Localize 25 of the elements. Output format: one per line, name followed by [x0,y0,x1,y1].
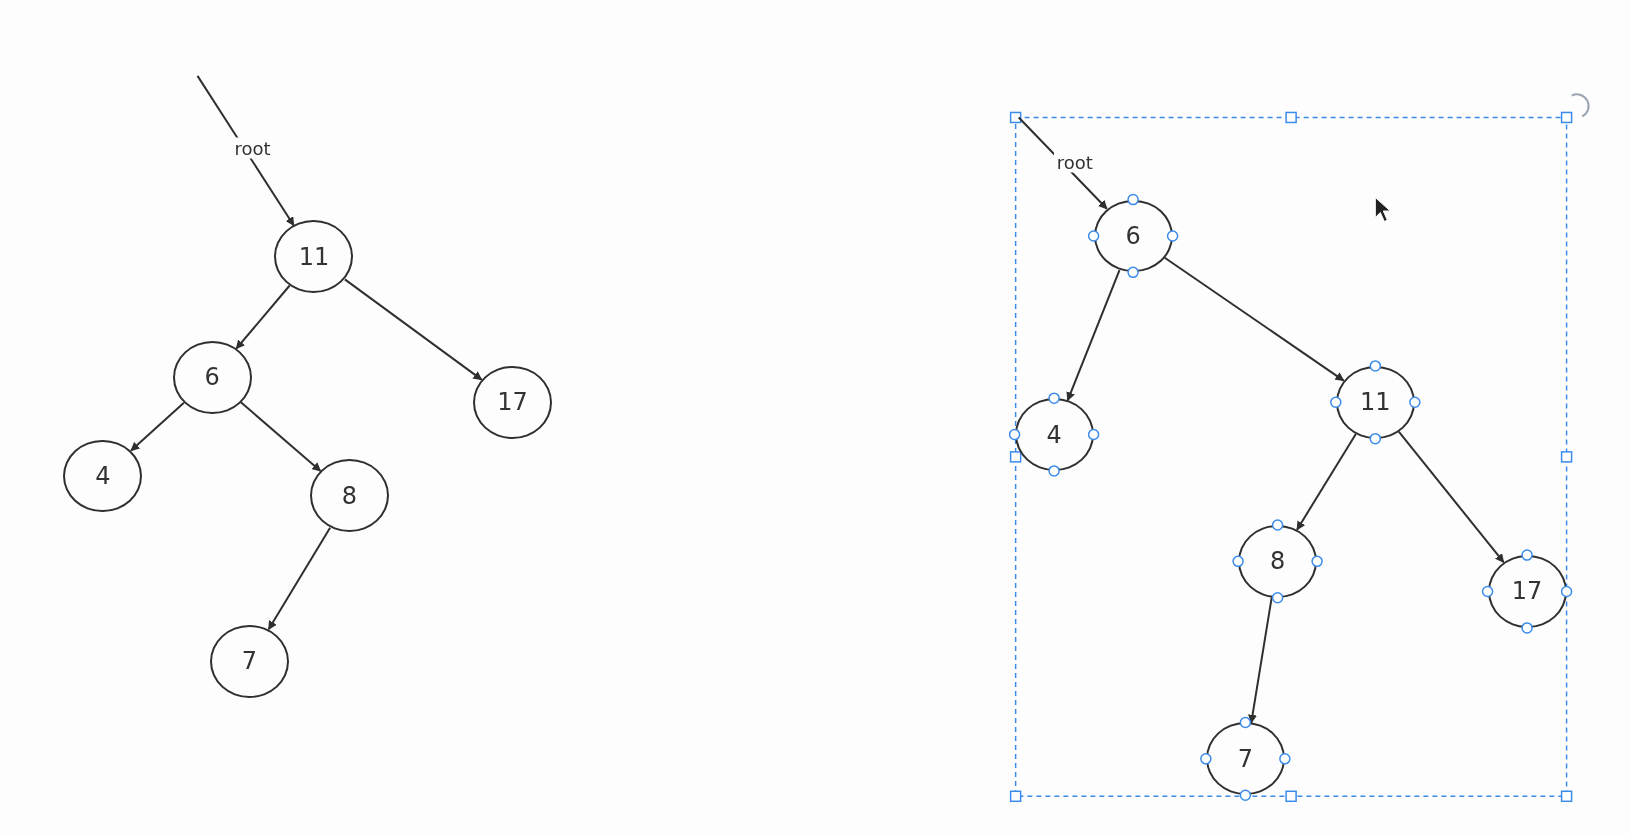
arrow [239,401,322,472]
arrow [343,278,483,381]
node-value: 8 [341,481,357,510]
node-value: 8 [1269,547,1286,576]
arrow [1296,432,1357,531]
arrow [1397,430,1505,564]
edge-label: root [1053,151,1096,173]
arrow [1163,256,1345,382]
tree-node-circle [274,220,354,294]
arrow [1248,596,1273,724]
node-value: 6 [204,363,220,392]
tree-node-circle [172,340,252,414]
node-value: 7 [1237,744,1253,773]
arrow [130,401,185,452]
node-value: 6 [1125,221,1141,250]
node-value: 7 [241,647,258,676]
arrow [1066,269,1121,402]
node-value: 17 [1511,577,1543,606]
node-value: 4 [95,462,111,491]
arrow [235,284,291,350]
node-value: 11 [298,242,330,271]
node-value: 11 [1360,388,1391,417]
node-value: 17 [497,388,528,417]
node-value: 4 [1046,420,1062,449]
arrow [267,526,332,631]
